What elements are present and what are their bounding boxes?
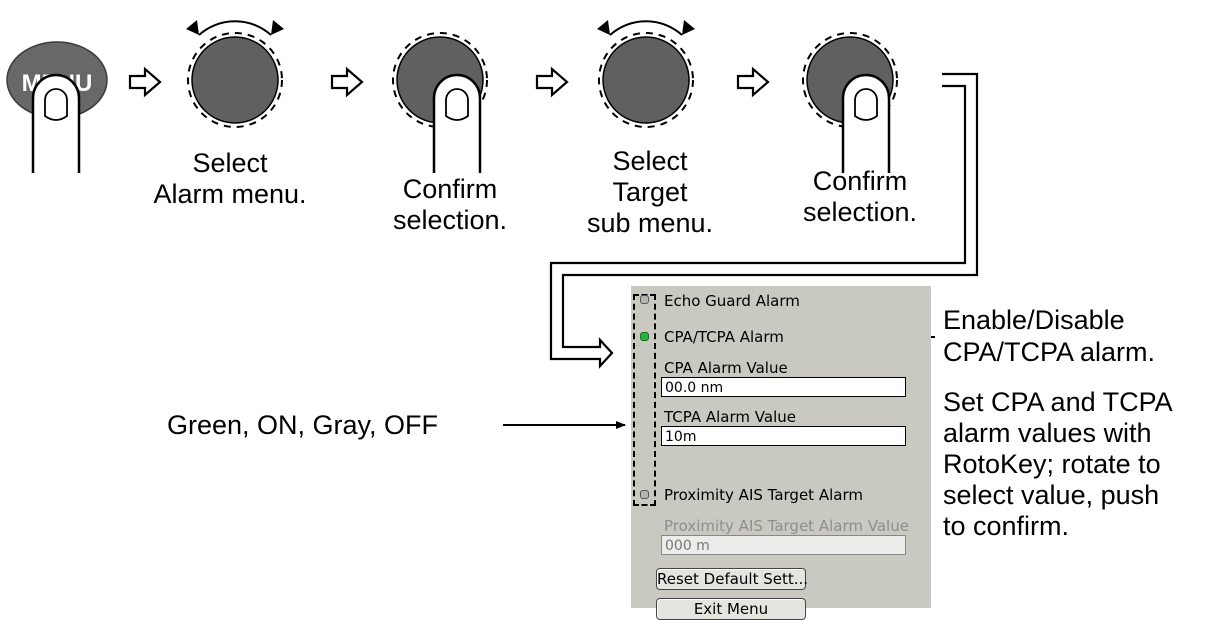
exit-menu-button[interactable]: Exit Menu bbox=[656, 598, 806, 620]
tcpa-alarm-value-label: TCPA Alarm Value bbox=[664, 408, 796, 426]
hollow-arrow-icon bbox=[128, 66, 162, 98]
caption-line: Confirm bbox=[402, 174, 498, 204]
cpa-alarm-value-field[interactable]: 00.0 nm bbox=[661, 377, 906, 397]
proximity-ais-value-field: 000 m bbox=[661, 535, 906, 555]
hollow-arrow-icon bbox=[736, 66, 770, 98]
rotokey-knob-1[interactable] bbox=[186, 20, 284, 128]
reset-default-settings-button[interactable]: Reset Default Sett... bbox=[656, 568, 809, 590]
set-values-annotation: Set CPA and TCPA alarm values with RotoK… bbox=[943, 387, 1173, 542]
annotation-line: RotoKey; rotate to bbox=[943, 449, 1161, 479]
cpa-tcpa-alarm-label[interactable]: CPA/TCPA Alarm bbox=[664, 328, 784, 346]
cpa-tcpa-led[interactable] bbox=[640, 332, 649, 341]
tcpa-alarm-value-field[interactable]: 10m bbox=[661, 426, 906, 446]
finger-icon bbox=[432, 73, 482, 173]
green-gray-annotation: Green, ON, Gray, OFF bbox=[167, 410, 439, 440]
echo-guard-led[interactable] bbox=[640, 295, 649, 304]
annotation-line: CPA/TCPA alarm. bbox=[943, 337, 1156, 367]
annotation-line: Enable/Disable bbox=[943, 305, 1125, 335]
hollow-arrow-icon bbox=[535, 66, 569, 98]
step-4-caption: Confirm selection. bbox=[775, 166, 945, 228]
hollow-arrow-icon bbox=[330, 66, 364, 98]
menu-connector-arrow bbox=[549, 72, 979, 369]
step-1-caption: Select Alarm menu. bbox=[140, 148, 320, 210]
echo-guard-alarm-label[interactable]: Echo Guard Alarm bbox=[664, 292, 800, 310]
caption-line: Target bbox=[612, 177, 688, 207]
annotation-line: to confirm. bbox=[943, 511, 1070, 541]
caption-line: sub menu. bbox=[586, 208, 714, 238]
caption-line: Alarm menu. bbox=[153, 179, 307, 209]
finger-icon bbox=[31, 73, 81, 173]
rotokey-knob-3[interactable] bbox=[597, 20, 695, 128]
proximity-ais-led[interactable] bbox=[640, 490, 649, 499]
enable-disable-annotation: Enable/Disable CPA/TCPA alarm. bbox=[943, 304, 1155, 368]
led-highlight-box bbox=[633, 294, 656, 506]
step-3-caption: Select Target sub menu. bbox=[570, 146, 730, 239]
target-alarm-menu-panel: Echo Guard Alarm CPA/TCPA Alarm CPA Alar… bbox=[631, 286, 931, 620]
proximity-ais-alarm-label[interactable]: Proximity AIS Target Alarm bbox=[664, 486, 863, 504]
caption-line: selection. bbox=[392, 205, 508, 235]
step-2-caption: Confirm selection. bbox=[365, 174, 535, 236]
caption-line: Select bbox=[612, 146, 688, 176]
caption-line: Select bbox=[192, 148, 268, 178]
finger-icon bbox=[841, 73, 891, 173]
caption-line: selection. bbox=[802, 197, 918, 227]
annotation-line: alarm values with bbox=[943, 418, 1152, 448]
annotation-line: select value, push bbox=[943, 480, 1160, 510]
caption-line: Confirm bbox=[812, 166, 908, 196]
proximity-ais-value-label: Proximity AIS Target Alarm Value bbox=[664, 517, 909, 535]
cpa-alarm-value-label: CPA Alarm Value bbox=[664, 359, 788, 377]
annotation-line: Set CPA and TCPA bbox=[943, 387, 1173, 417]
